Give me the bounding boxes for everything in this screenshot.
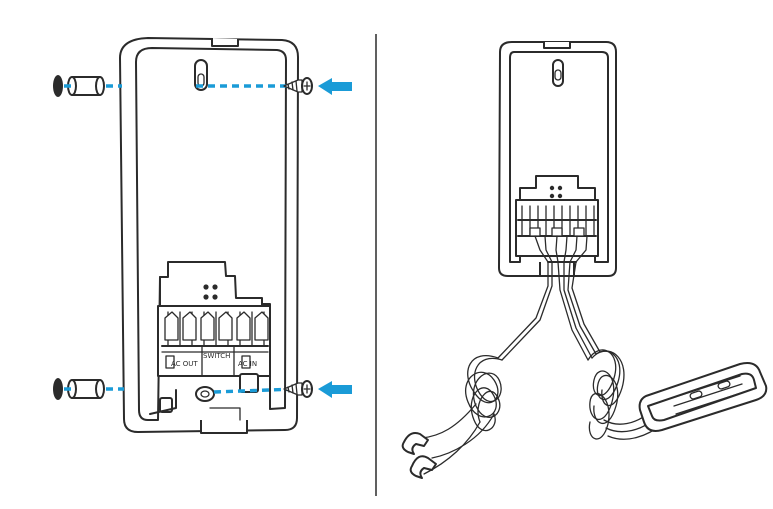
wire-bundle xyxy=(497,235,601,361)
vent-holes xyxy=(203,284,218,300)
screw-icon xyxy=(283,380,313,398)
label-ac-in: AC IN xyxy=(238,360,257,368)
arrow-left-icon xyxy=(318,381,352,398)
back-plate: AC OUT SWITCH AC IN xyxy=(119,37,299,434)
wiring-step xyxy=(401,41,768,479)
wall-anchor-bottom xyxy=(53,378,105,400)
vent-holes xyxy=(549,185,563,199)
screw-bottom xyxy=(283,380,313,398)
screw-icon xyxy=(283,77,313,95)
screw-top xyxy=(283,77,313,95)
mounting-step: AC OUT SWITCH AC IN xyxy=(53,37,352,434)
back-plate-wired xyxy=(498,41,617,277)
arrow-left-icon xyxy=(318,78,352,95)
wall-anchor-top xyxy=(53,75,105,97)
wall-anchor-icon xyxy=(53,75,63,97)
ribbon-connector-icon xyxy=(638,362,768,432)
wall-anchor-icon xyxy=(53,378,63,400)
spade-connector-icon xyxy=(401,432,437,479)
left-coil xyxy=(421,355,503,475)
label-ac-out: AC OUT xyxy=(171,360,198,368)
alignment-line-bottom xyxy=(64,387,297,394)
label-switch: SWITCH xyxy=(203,352,230,360)
terminal-block: AC OUT SWITCH AC IN xyxy=(157,305,271,377)
